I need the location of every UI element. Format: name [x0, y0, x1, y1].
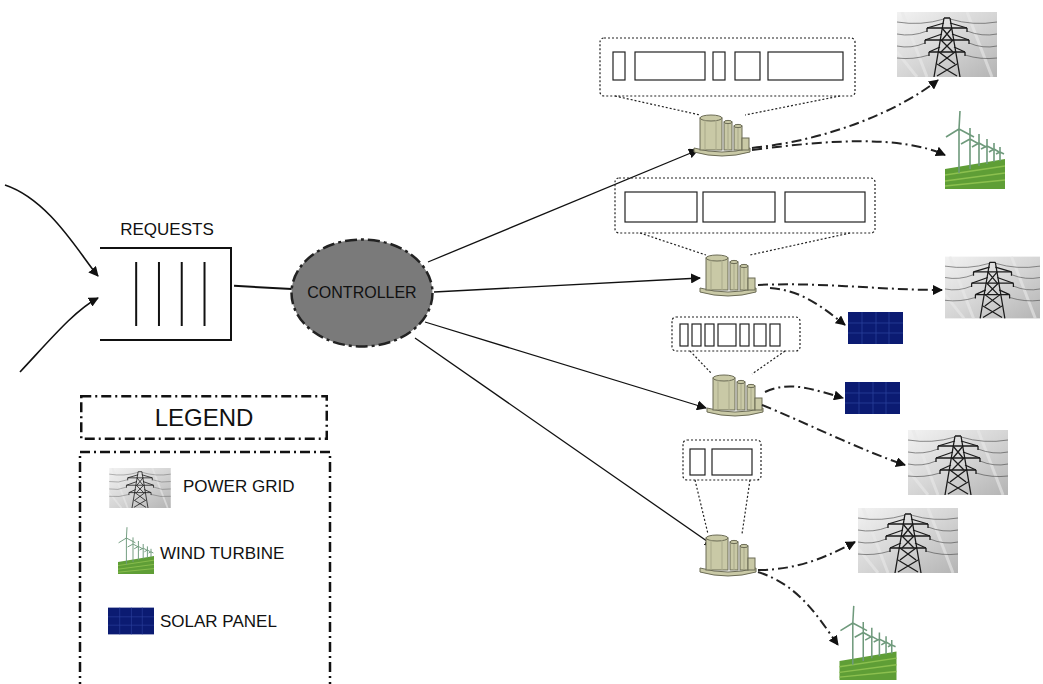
node-label: REQUESTS [120, 220, 214, 240]
power-grid-image [858, 12, 1040, 573]
legend-label: SOLAR PANEL [160, 612, 277, 632]
wind-turbine-image [840, 111, 1006, 680]
data-center-icon [694, 115, 763, 576]
dispatch-line [415, 150, 714, 546]
request-queue: REQUESTS [100, 220, 234, 344]
connector-line [234, 286, 292, 289]
legend-power-grid-sample [109, 468, 171, 508]
controller-ellipse: CONTROLLER [290, 238, 434, 348]
legend-solar-panel-sample [108, 608, 154, 635]
solar-panel-image [845, 312, 903, 414]
text-group: LEGEND [80, 395, 328, 440]
legend-wind-turbine-sample [118, 527, 154, 574]
node-label: CONTROLLER [307, 284, 416, 302]
legend-label: WIND TURBINE [160, 544, 284, 564]
job-box [613, 52, 865, 475]
node-label: LEGEND [155, 404, 254, 432]
text-group: REQUESTS [100, 220, 234, 344]
legend-label: POWER GRID [183, 477, 294, 497]
incoming-arrow [5, 185, 98, 372]
legend-frame [80, 452, 330, 684]
legend-heading-box: LEGEND [80, 395, 328, 440]
text-group: CONTROLLER [290, 238, 434, 348]
